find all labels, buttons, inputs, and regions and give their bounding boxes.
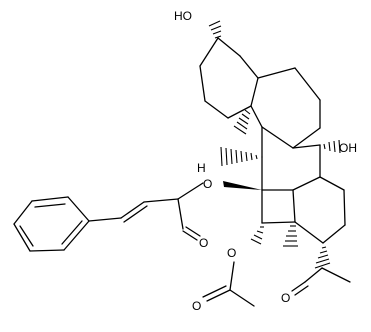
ring-junction — [261, 189, 296, 224]
acetate-o-label: O — [227, 246, 236, 260]
c11-ester-linkage: O — [203, 177, 262, 191]
acetyl-group: O — [281, 246, 351, 305]
c12-acetate: O O — [192, 226, 264, 313]
cinnamoyl-group: O — [88, 182, 208, 250]
h-label: H — [197, 161, 206, 175]
c3-hydroxyl: HO — [174, 9, 222, 39]
c10-methyl — [233, 109, 251, 135]
acetate-carbonyl-o-label: O — [192, 299, 201, 313]
ester-o-label: O — [203, 177, 212, 191]
ring-d — [292, 176, 346, 244]
ring-a — [199, 37, 259, 119]
acetyl-o-label: O — [281, 291, 290, 305]
oh-label: OH — [339, 141, 357, 155]
c9-hydrogen: H — [197, 146, 258, 175]
c13-methyl — [283, 225, 298, 247]
ring-c — [261, 126, 321, 191]
c14-hydroxyl: OH — [323, 139, 357, 155]
ring-b — [250, 67, 321, 149]
phenyl-ring — [13, 196, 90, 252]
ho-label: HO — [174, 9, 192, 23]
cinnamoyl-o-label: O — [199, 236, 208, 250]
